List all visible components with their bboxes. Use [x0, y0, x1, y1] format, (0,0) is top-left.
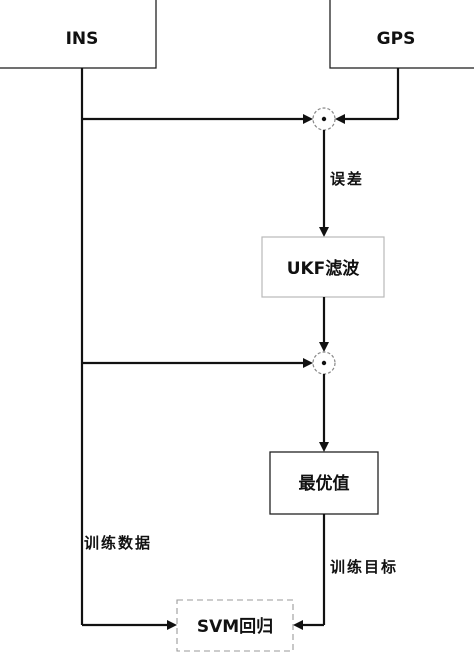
ukf-box	[261, 236, 385, 298]
training-data-label: 训练数据	[84, 534, 152, 552]
svm-left-arrowhead	[167, 620, 177, 630]
ukf-label: UKF滤波	[287, 258, 361, 279]
gps-box	[329, 0, 474, 69]
optimal-box	[269, 451, 379, 515]
svm-box	[176, 599, 294, 652]
sum2-left-arrowhead	[303, 358, 313, 368]
svm-label: SVM回归	[197, 616, 273, 637]
training-target-label: 训练目标	[330, 558, 398, 576]
optimal-arrowhead	[319, 442, 329, 452]
sum-node-1-dot	[321, 116, 327, 122]
sum1-right-arrowhead	[335, 114, 345, 124]
gps-label: GPS	[377, 29, 416, 49]
optimal-label: 最优值	[299, 473, 350, 494]
ins-box	[0, 0, 157, 69]
sum2-top-arrowhead	[319, 342, 329, 352]
sum1-left-arrowhead	[303, 114, 313, 124]
svm-right-arrowhead	[293, 620, 303, 630]
error-label: 误差	[330, 170, 364, 188]
ukf-arrowhead	[319, 227, 329, 237]
ins-label: INS	[66, 29, 99, 49]
sum-node-2-dot	[321, 360, 327, 366]
